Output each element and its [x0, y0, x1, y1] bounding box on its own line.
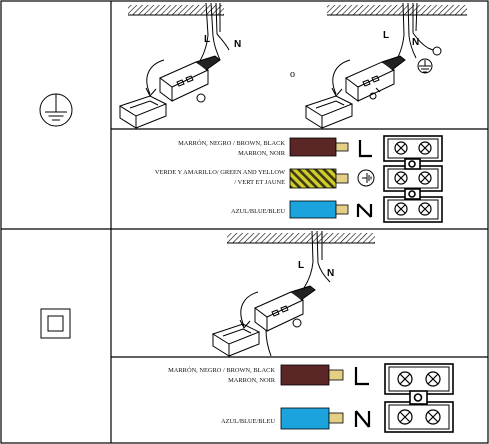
n-terminal-symbol: [356, 203, 373, 218]
or-text: o: [290, 69, 295, 80]
wire-row-brown-a: MARRÓN, NEGRO / BROWN, BLACK MARRON, NOI…: [178, 137, 372, 158]
wire-row-blue-a: AZUL/BLUE/BLEU: [231, 200, 373, 219]
wire-row-green-yellow-a: VERDE Y AMARILLO/ GREEN AND YELLOW / VER…: [155, 168, 375, 189]
install-illustration-left: [118, 2, 230, 129]
wire-label-line1: MARRÓN, NEGRO / BROWN, BLACK: [168, 366, 275, 374]
install-illustration-b: [211, 230, 375, 357]
wire-label-line1: AZUL/BLUE/BLEU: [231, 208, 285, 215]
wire-label-line1: MARRÓN, NEGRO / BROWN, BLACK: [178, 139, 285, 147]
wire-row-brown-b: MARRÓN, NEGRO / BROWN, BLACK MARRON, NOI…: [168, 364, 369, 386]
wire-pin: [328, 412, 344, 424]
l-terminal-symbol: [358, 140, 372, 158]
blue-wire: [280, 407, 330, 430]
phase-neutral-labels-b: L N: [298, 260, 334, 279]
n-label: N: [412, 37, 419, 48]
n-label: N: [234, 39, 241, 50]
install-illustration-right: [304, 2, 467, 129]
wire-pin: [335, 204, 349, 215]
wire-label-line2: MARRON, NOIR: [238, 150, 286, 157]
l-label: L: [298, 260, 304, 271]
class-ii-double-insulation-icon: [40, 308, 71, 339]
n-terminal-symbol: [354, 410, 371, 428]
wire-label-line2: / VERT ET JAUNE: [234, 179, 285, 186]
wire-label-line1: AZUL/BLUE/BLEU: [221, 418, 275, 425]
phase-neutral-labels-a-right: L N: [383, 30, 419, 48]
phase-neutral-labels-a-left: L N: [204, 34, 241, 50]
n-label: N: [327, 268, 334, 279]
brown-wire: [280, 364, 330, 386]
l-terminal-symbol: [354, 367, 369, 386]
green-yellow-wire: [289, 168, 337, 189]
wire-label-line2: MARRON, NOIR: [228, 377, 276, 384]
wire-row-blue-b: AZUL/BLUE/BLEU: [221, 407, 371, 430]
wire-pin: [335, 142, 349, 152]
terminal-block-a: [383, 135, 443, 223]
brown-wire: [289, 137, 337, 157]
l-label: L: [383, 30, 389, 41]
protective-earth-icon: [39, 93, 73, 127]
wire-label-line1: VERDE Y AMARILLO/ GREEN AND YELLOW: [155, 169, 286, 176]
ground-symbol-icon: [357, 169, 375, 187]
wire-pin: [335, 173, 349, 184]
wire-pin: [328, 369, 344, 381]
blue-wire: [289, 200, 337, 219]
terminal-block-b: [384, 363, 454, 433]
l-label: L: [204, 34, 210, 45]
